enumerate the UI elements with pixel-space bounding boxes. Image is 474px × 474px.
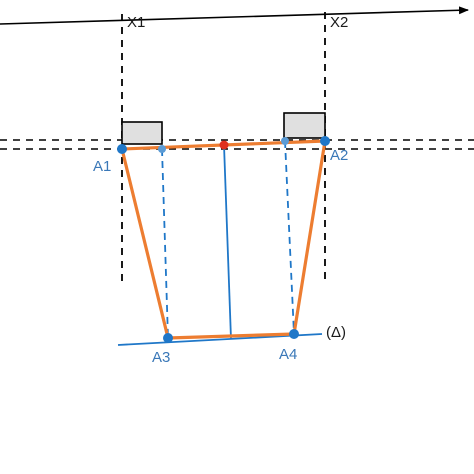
label-x2: X2 <box>330 14 348 31</box>
point-red-midpoint <box>219 140 229 150</box>
delta-line <box>117 333 323 346</box>
label-a1: A1 <box>93 158 111 175</box>
box-left <box>121 121 163 145</box>
label-a4: A4 <box>279 346 297 363</box>
point-a2 <box>320 136 330 146</box>
orange-quadrilateral <box>120 139 327 340</box>
blue-median-line <box>223 144 232 340</box>
blue-dashed-projection-left <box>161 148 169 339</box>
point-a3 <box>163 333 173 343</box>
label-x1: X1 <box>127 14 145 31</box>
box-right <box>283 112 326 139</box>
point-a1-projection <box>158 145 166 153</box>
point-a2-projection <box>281 137 289 145</box>
label-delta: (Δ) <box>326 324 346 341</box>
label-a2: A2 <box>330 147 348 164</box>
blue-dashed-projection-right <box>284 140 295 335</box>
point-a4 <box>289 329 299 339</box>
label-a3: A3 <box>152 349 170 366</box>
point-a1 <box>117 144 127 154</box>
top-axis-arrow <box>0 6 469 25</box>
